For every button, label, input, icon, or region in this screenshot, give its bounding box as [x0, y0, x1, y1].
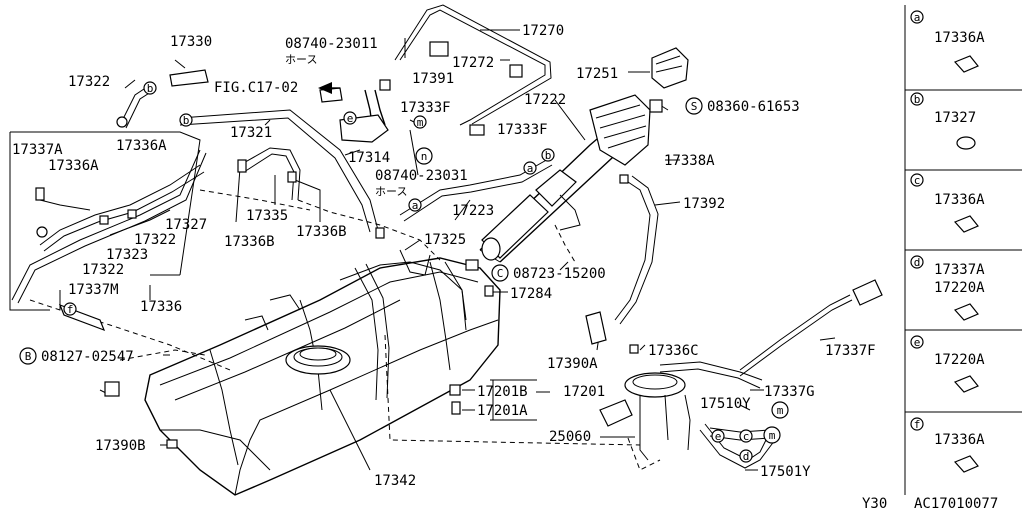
marker-C: C [497, 267, 504, 280]
label-17201b: 17201B [477, 384, 528, 400]
marker-m-3: m [417, 116, 424, 129]
label-17337g: 17337G [764, 384, 815, 400]
marker-c-1: c [743, 430, 750, 443]
label-17337m: 17337M [68, 282, 119, 298]
label-08723-15200: 08723-15200 [513, 266, 606, 282]
label-17338a: 17338A [664, 153, 715, 169]
legend-cell-c: c 17336A [910, 173, 985, 233]
marker-b-3: b [545, 149, 552, 162]
legend-cell-b: b 17327 [910, 92, 976, 150]
legend-cell-d: d 17337A 17220A [910, 255, 985, 321]
label-17223: 17223 [452, 203, 494, 219]
label-17336a-right: 17336A [116, 138, 167, 154]
label-17337f: 17337F [825, 343, 876, 359]
label-hose-2: ホース [375, 185, 407, 198]
label-08740-23031: 08740-23031 [375, 168, 468, 184]
label-17325: 17325 [424, 232, 466, 248]
fuel-tank [144, 249, 501, 496]
legend-letter-a: a [914, 11, 921, 24]
label-17272: 17272 [452, 55, 494, 71]
fuel-lines [11, 4, 883, 471]
marker-n: n [421, 150, 428, 163]
label-17321: 17321 [230, 125, 272, 141]
legend-part-f-1: 17336A [934, 432, 985, 448]
legend-letter-d: d [914, 256, 921, 269]
label-17336: 17336 [140, 299, 182, 315]
label-17342: 17342 [374, 473, 416, 489]
label-25060: 25060 [549, 429, 591, 445]
label-08360-61653: 08360-61653 [707, 99, 800, 115]
label-17510y: 17510Y [700, 396, 751, 412]
label-model-y30: Y30 [862, 496, 887, 512]
marker-b-2: b [183, 114, 190, 127]
marker-m-2: m [769, 429, 776, 442]
label-17314: 17314 [348, 150, 390, 166]
label-17284: 17284 [510, 286, 552, 302]
label-17336b-left: 17336B [224, 234, 275, 250]
side-legend-panel: a 17336A b 17327 c 17336A d 17337A 17220… [904, 5, 1022, 495]
label-17201a: 17201A [477, 403, 528, 419]
marker-d-1: d [743, 450, 750, 463]
label-08127-02547: 08127-02547 [41, 349, 134, 365]
label-17337a: 17337A [12, 142, 63, 158]
legend-part-e-1: 17220A [934, 352, 985, 368]
legend-letter-f: f [914, 418, 921, 431]
legend-part-a-1: 17336A [934, 30, 985, 46]
label-17201: 17201 [563, 384, 605, 400]
label-17392: 17392 [683, 196, 725, 212]
marker-f-1: f [67, 303, 74, 316]
legend-cell-e: e 17220A [910, 335, 985, 393]
legend-part-b-1: 17327 [934, 110, 976, 126]
label-17323: 17323 [106, 247, 148, 263]
legend-part-d-1: 17337A [934, 262, 985, 278]
label-17336b-right: 17336B [296, 224, 347, 240]
label-17501y: 17501Y [760, 464, 811, 480]
legend-part-c-1: 17336A [934, 192, 985, 208]
label-figure-code: AC17010077 [914, 496, 998, 512]
circle-markers: S C B n m m e m b b b a a e c d f [19, 81, 789, 463]
label-fig-c17-02[interactable]: FIG.C17-02 [214, 80, 298, 96]
callout-labels: 17330 17322 FIG.C17-02 17321 17337A 1733… [12, 23, 998, 512]
label-17322-top: 17322 [68, 74, 110, 90]
label-17322-mid: 17322 [134, 232, 176, 248]
label-17327: 17327 [165, 217, 207, 233]
label-hose-1: ホース [285, 53, 317, 66]
label-17335: 17335 [246, 208, 288, 224]
label-17333f-lower: 17333F [497, 122, 548, 138]
marker-B: B [25, 350, 32, 363]
marker-a-2: a [412, 199, 419, 212]
label-17222: 17222 [524, 92, 566, 108]
label-17336c: 17336C [648, 343, 699, 359]
fig-reference-arrow [318, 82, 340, 94]
marker-e-2: e [715, 430, 722, 443]
label-17251: 17251 [576, 66, 618, 82]
leader-lines [9, 29, 836, 471]
marker-e-1: e [347, 112, 354, 125]
legend-cell-f: f 17336A [910, 417, 985, 473]
legend-letter-c: c [914, 174, 921, 187]
legend-cell-a: a 17336A [910, 10, 985, 73]
marker-a-1: a [527, 162, 534, 175]
label-17390a: 17390A [547, 356, 598, 372]
legend-letter-e: e [914, 336, 921, 349]
label-17322-low: 17322 [82, 262, 124, 278]
fuel-pump-assembly [599, 372, 691, 461]
legend-letter-b: b [914, 93, 921, 106]
label-17270: 17270 [522, 23, 564, 39]
legend-part-d-2: 17220A [934, 280, 985, 296]
label-17390b: 17390B [95, 438, 146, 454]
label-17333f-upper: 17333F [400, 100, 451, 116]
marker-S: S [691, 100, 698, 113]
label-08740-23011: 08740-23011 [285, 36, 378, 52]
marker-m-1: m [777, 404, 784, 417]
filler-tube [479, 47, 689, 263]
label-17330: 17330 [170, 34, 212, 50]
label-17336a-left: 17336A [48, 158, 99, 174]
label-17391: 17391 [412, 71, 454, 87]
marker-b-1: b [147, 82, 154, 95]
